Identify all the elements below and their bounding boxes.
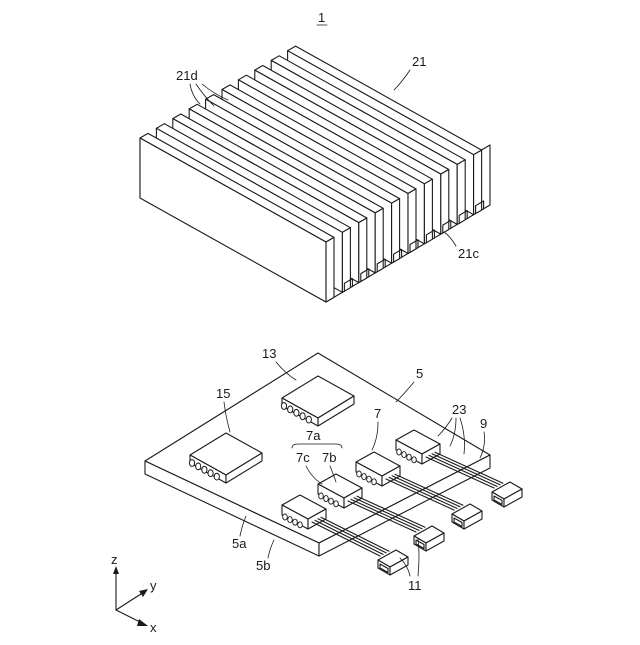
pin — [214, 473, 219, 480]
label-5b: 5b — [256, 558, 270, 573]
label-5a: 5a — [232, 536, 247, 551]
label-5: 5 — [416, 366, 423, 381]
label-23: 23 — [452, 402, 466, 417]
label-15: 15 — [216, 386, 230, 401]
axis-y-label: y — [150, 578, 157, 593]
pin — [288, 406, 293, 413]
figure-number: 1 — [318, 10, 325, 25]
label-21: 21 — [412, 54, 426, 69]
label-9: 9 — [480, 416, 487, 431]
pin — [294, 409, 299, 416]
label-11: 11 — [408, 578, 422, 593]
label-7a: 7a — [306, 428, 321, 443]
pin — [208, 470, 213, 477]
pin — [306, 416, 311, 423]
label-7c: 7c — [296, 450, 310, 465]
pin — [189, 460, 194, 467]
pin — [196, 463, 201, 470]
axis-x-label: x — [150, 620, 157, 635]
label-13: 13 — [262, 346, 276, 361]
label-7b: 7b — [322, 450, 336, 465]
pin — [202, 466, 207, 473]
pin — [281, 403, 286, 410]
label-21d: 21d — [176, 68, 198, 83]
pin — [300, 413, 305, 420]
axis-triad: z y x — [111, 552, 157, 635]
label-21c: 21c — [458, 246, 479, 261]
axis-z-label: z — [111, 552, 118, 567]
heat-sink — [140, 46, 490, 302]
label-7: 7 — [374, 406, 381, 421]
